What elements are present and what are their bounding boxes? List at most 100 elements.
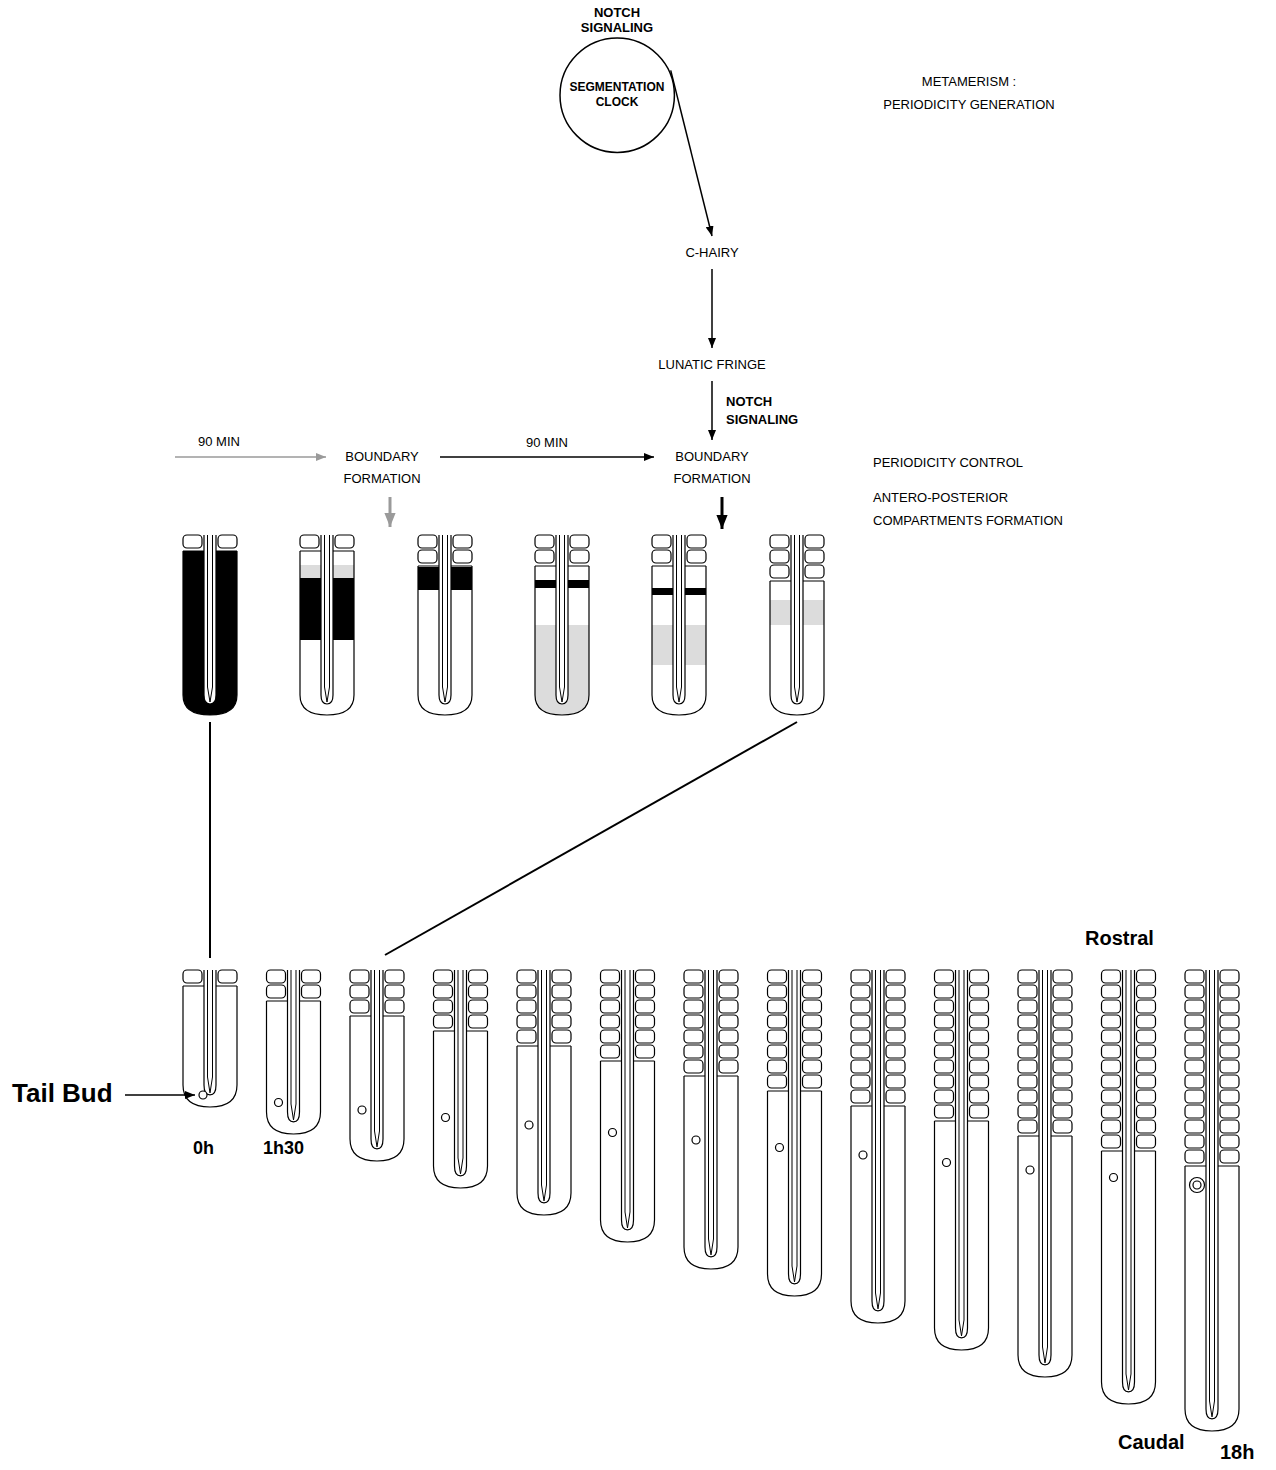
tail-bud-cell — [776, 1144, 784, 1152]
annotation-text: ANTERO-POSTERIOR COMPARTMENTS FORMATION — [873, 486, 1073, 532]
embryo-schematic — [651, 535, 707, 715]
psm-fill — [1018, 1136, 1072, 1377]
psm-fill — [935, 1121, 989, 1350]
embryo-schematic — [183, 970, 237, 1107]
node-text: BOUNDARY FORMATION — [332, 446, 432, 490]
somite — [719, 985, 738, 998]
somite — [851, 1015, 870, 1028]
period-label: 90 MIN — [198, 430, 240, 453]
somite — [267, 985, 286, 998]
somite — [851, 1000, 870, 1013]
somite — [1137, 1015, 1156, 1028]
tail-bud-cell — [199, 1091, 207, 1099]
somite — [434, 970, 453, 983]
notochord — [795, 535, 800, 702]
psm-fill — [267, 1001, 321, 1134]
annotation-text: PERIODICITY CONTROL — [873, 451, 1023, 474]
somite — [636, 1030, 655, 1043]
somite — [684, 1045, 703, 1058]
somite — [935, 1045, 954, 1058]
psm-outline — [770, 581, 824, 715]
somite — [719, 1045, 738, 1058]
psm-fill — [770, 581, 824, 715]
somite — [1018, 1000, 1037, 1013]
zoom-line — [209, 722, 211, 958]
somite — [719, 1015, 738, 1028]
somite — [300, 535, 319, 548]
somite — [1220, 1120, 1239, 1133]
somite — [935, 1015, 954, 1028]
notochord — [208, 970, 213, 1093]
somite — [970, 1075, 989, 1088]
somite — [1053, 1060, 1072, 1073]
somite — [453, 550, 472, 563]
embryo-schematic — [769, 535, 825, 715]
notochord — [542, 970, 547, 1201]
time-label: 18h — [1220, 1440, 1254, 1464]
somite — [1137, 985, 1156, 998]
time-label: 1h30 — [263, 1138, 304, 1160]
somite — [1185, 985, 1204, 998]
axis-label: Rostral — [1085, 926, 1154, 950]
somite — [803, 1030, 822, 1043]
somite — [687, 550, 706, 563]
somite — [1053, 1000, 1072, 1013]
embryo-schematic — [267, 970, 321, 1134]
node-text: C-HAIRY — [685, 242, 738, 264]
somite — [851, 985, 870, 998]
somite — [1102, 1015, 1121, 1028]
embryo-schematic — [182, 535, 238, 717]
somite — [1137, 970, 1156, 983]
node-text: BOUNDARY FORMATION — [662, 446, 762, 490]
somite — [218, 970, 237, 983]
somite — [768, 985, 787, 998]
process-label: BOUNDARY FORMATION — [327, 443, 437, 493]
somite — [1185, 1105, 1204, 1118]
somite — [886, 1045, 905, 1058]
psm-outline — [267, 1001, 321, 1134]
somite — [570, 550, 589, 563]
somite — [1137, 1000, 1156, 1013]
somite — [1185, 1120, 1204, 1133]
somite — [1185, 1060, 1204, 1073]
somite — [805, 550, 824, 563]
somite — [935, 1000, 954, 1013]
tail-bud-cell — [609, 1129, 617, 1137]
somite — [768, 1015, 787, 1028]
boundary-arrow — [721, 497, 724, 529]
somite — [1220, 985, 1239, 998]
tail-bud-cell — [1026, 1166, 1034, 1174]
somite — [1018, 1075, 1037, 1088]
somite — [1185, 970, 1204, 983]
neural-tube — [321, 535, 333, 551]
psm-outline — [300, 551, 354, 715]
somite — [1102, 1030, 1121, 1043]
embryo-schematic — [684, 970, 738, 1269]
somite — [803, 1060, 822, 1073]
somite — [970, 1045, 989, 1058]
somite — [803, 985, 822, 998]
somite — [803, 1015, 822, 1028]
clock-circle: NOTCH SIGNALINGSEGMENTATION CLOCK — [559, 37, 675, 153]
somite — [768, 1000, 787, 1013]
neural-tube — [204, 970, 216, 986]
somite — [1018, 1060, 1037, 1073]
somite — [719, 1030, 738, 1043]
somite — [1053, 970, 1072, 983]
somite — [970, 1030, 989, 1043]
axis-label: Caudal — [1118, 1430, 1185, 1454]
somite — [770, 550, 789, 563]
somite — [601, 1015, 620, 1028]
somite — [1018, 1090, 1037, 1103]
somite — [1220, 1150, 1239, 1163]
somite — [886, 1030, 905, 1043]
somite — [805, 535, 824, 548]
embryo-schematic — [935, 970, 989, 1350]
somite — [1220, 1030, 1239, 1043]
somite — [418, 535, 437, 548]
somite — [350, 1000, 369, 1013]
notochord — [792, 970, 797, 1282]
somite — [1053, 1090, 1072, 1103]
